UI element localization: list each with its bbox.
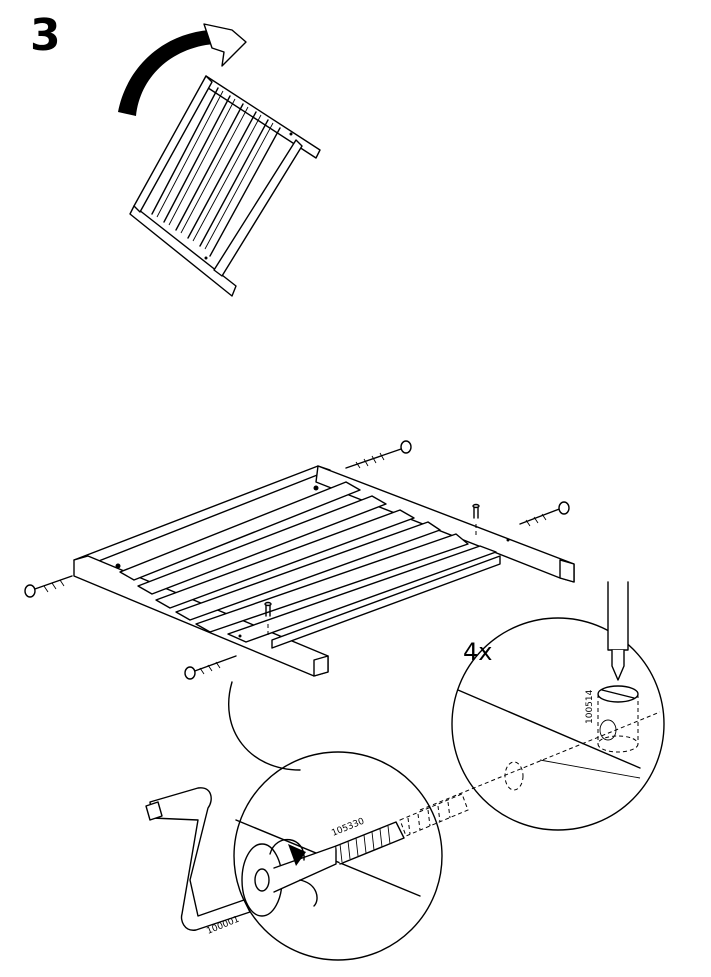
turn-clockwise-arrow-icon [269,838,318,907]
part-code-dowel-nut: 100514 [585,689,595,724]
screwdriver-icon [607,581,629,681]
bolt-105330 [241,793,469,917]
detail-callout-bolt [145,681,469,961]
bed-frame [73,465,575,677]
allen-key-icon [145,787,251,931]
bolt-right [519,501,570,527]
detail-callout-dowel [419,581,665,831]
bolt-back-top [345,440,412,469]
bolt-front [184,655,237,680]
step-number: 3 [30,10,61,61]
dowel-nut-icon [597,685,639,753]
bed-end-panel-tilted [129,75,321,297]
bolt-left [24,575,73,598]
rotation-arrow-icon [118,23,247,116]
